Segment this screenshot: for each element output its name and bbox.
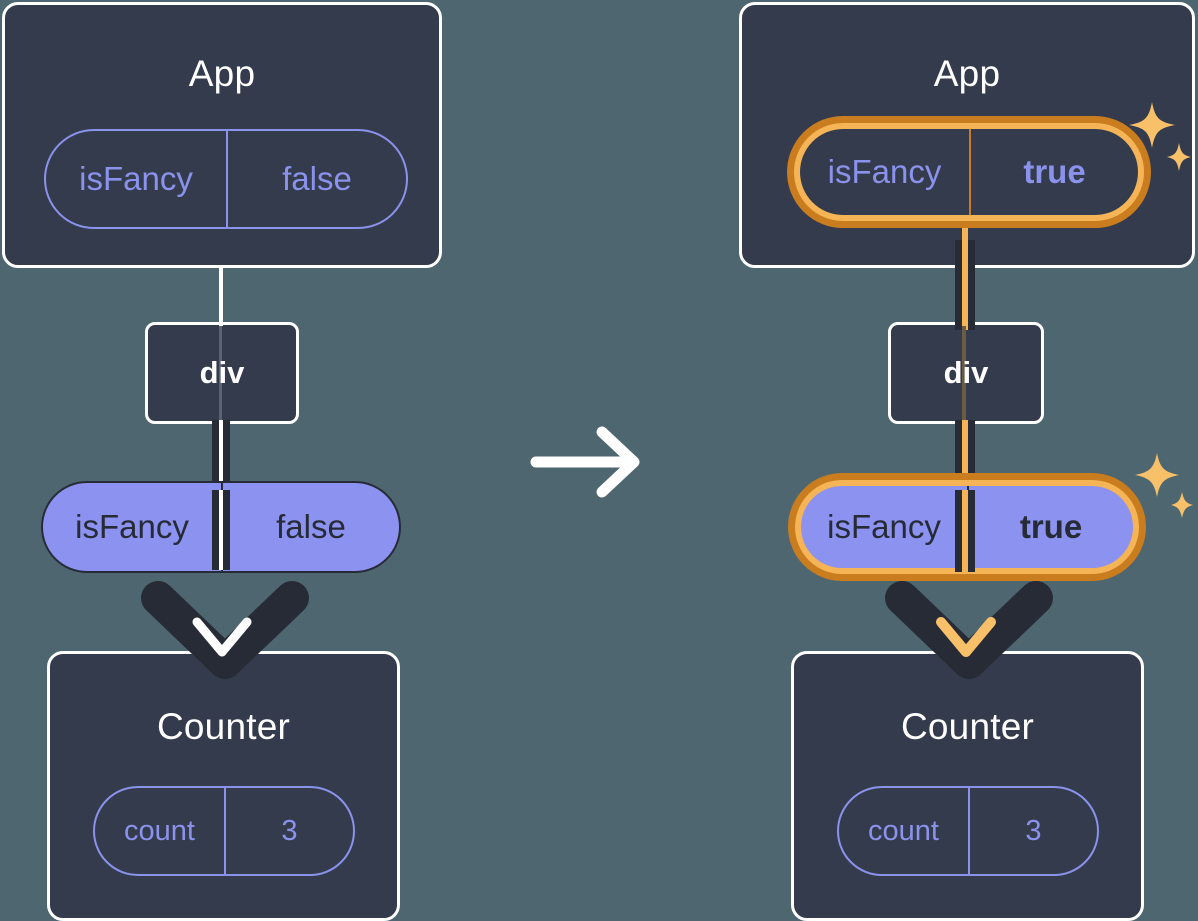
- connector-prop-pass-center-after: [962, 490, 968, 572]
- connector-div-to-prop-center-before: [219, 420, 223, 496]
- app-card-title-after: App: [933, 53, 1001, 94]
- connector-through-div-before: [219, 326, 222, 424]
- counter-state-pill-before: count 3: [93, 786, 355, 876]
- prop-value-after: true: [967, 486, 1133, 568]
- prop-flow-arrowhead-after: [936, 617, 996, 657]
- div-node-label-after: div: [943, 355, 989, 390]
- prop-name-after: isFancy: [827, 508, 941, 545]
- counter-card-after: Counter count 3: [791, 651, 1144, 921]
- connector-prop-pass-center-before: [219, 490, 223, 570]
- prop-flow-arrowhead-before: [192, 617, 252, 657]
- counter-card-title-after: Counter: [900, 706, 1035, 747]
- transition-arrow-right-icon: [530, 426, 640, 498]
- div-node-before: div: [145, 322, 299, 424]
- prop-flow-arrow-before: [141, 581, 309, 679]
- app-state-name-after: isFancy: [827, 153, 942, 190]
- counter-state-pill-after: count 3: [837, 786, 1099, 876]
- counter-state-name-before: count: [124, 814, 195, 847]
- app-state-value-after: true: [969, 129, 1138, 215]
- app-state-pill-after: isFancy true: [800, 129, 1138, 215]
- app-card-title-before: App: [188, 53, 256, 94]
- counter-state-name-after: count: [868, 814, 939, 847]
- prop-flow-arrow-after: [885, 581, 1053, 679]
- sparkle-icon-prop-after: [1135, 453, 1193, 518]
- counter-card-title-before: Counter: [156, 706, 291, 747]
- app-state-value-before: false: [226, 131, 406, 227]
- prop-name-before: isFancy: [75, 508, 189, 545]
- app-card-before: App isFancy false: [2, 2, 442, 268]
- counter-state-value-after: 3: [968, 788, 1097, 874]
- app-state-pill-before: isFancy false: [44, 129, 408, 229]
- sparkle-icon-app-after: [1129, 102, 1191, 171]
- div-node-after: div: [888, 322, 1044, 424]
- counter-state-value-before: 3: [224, 788, 353, 874]
- counter-card-before: Counter count 3: [47, 651, 400, 921]
- prop-value-before: false: [221, 483, 399, 571]
- app-state-ring-inner-after: isFancy true: [800, 129, 1138, 215]
- app-state-name-before: isFancy: [79, 160, 193, 197]
- connector-through-div-after: [962, 326, 966, 424]
- connector-div-to-prop-center-after: [962, 420, 968, 498]
- connector-app-to-div-center-after: [962, 200, 968, 330]
- div-node-label-before: div: [199, 355, 245, 390]
- connector-app-to-div-before: [219, 268, 223, 326]
- app-state-highlight-ring-after: isFancy true: [787, 116, 1151, 228]
